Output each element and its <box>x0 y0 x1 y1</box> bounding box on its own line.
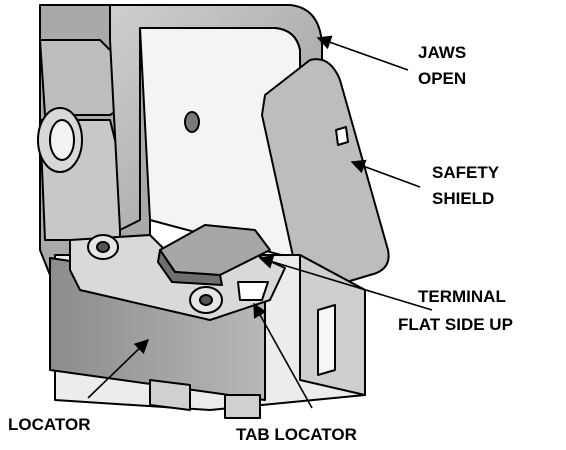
arrow-jaws-open <box>316 35 409 71</box>
tab-locator-tab <box>237 281 269 301</box>
arrow-locator <box>87 338 150 399</box>
screw-right-head <box>199 294 213 306</box>
label-safety-shield-line2: SHIELD <box>432 189 494 208</box>
tool-illustration <box>37 4 390 419</box>
arrow-tab-locator <box>253 302 313 409</box>
foot-left <box>149 379 191 411</box>
label-safety-shield-line1: SAFETY <box>432 163 500 182</box>
label-locator: LOCATOR <box>8 415 90 434</box>
lower-die-right-slot <box>317 304 336 376</box>
foot-right <box>224 394 261 419</box>
arrow-safety-shield <box>350 159 421 188</box>
label-jaws-open-line2: OPEN <box>418 69 466 88</box>
label-tab-locator: TAB LOCATOR <box>236 425 357 444</box>
screw-left-head <box>96 241 110 253</box>
pivot-boss-inner <box>49 119 75 161</box>
leader-lines <box>87 35 433 409</box>
jaw-hole <box>184 111 200 133</box>
arrow-terminal <box>258 254 433 311</box>
terminal-front <box>157 249 223 286</box>
shield-slot <box>335 126 349 146</box>
label-jaws-open-line1: JAWS <box>418 43 466 62</box>
callout-labels: JAWS OPEN SAFETY SHIELD TERMINAL FLAT SI… <box>8 43 513 444</box>
label-terminal-line1: TERMINAL <box>418 287 506 306</box>
label-terminal-line2: FLAT SIDE UP <box>398 315 513 334</box>
